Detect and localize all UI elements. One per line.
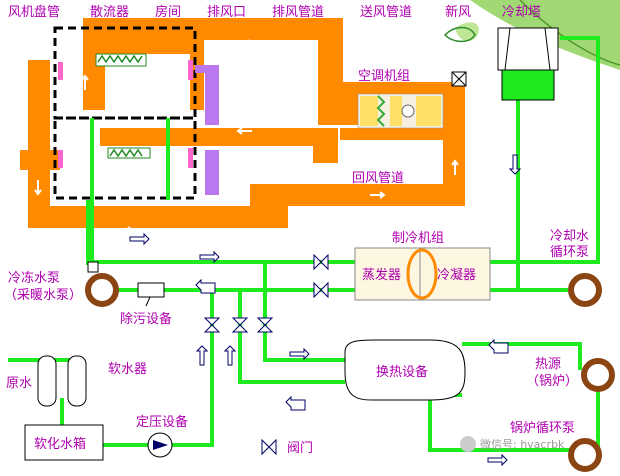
diffuser-label: 散流器 xyxy=(90,5,129,20)
room-label: 房间 xyxy=(155,4,181,20)
heat-exchanger-label: 换热设备 xyxy=(376,364,428,380)
fresh-air-label: 新风 xyxy=(445,4,471,20)
cooling-tower-label: 冷却塔 xyxy=(502,5,541,20)
heat-exchanger xyxy=(344,339,466,401)
valves xyxy=(203,253,329,456)
filter-label: 除污设备 xyxy=(120,311,172,327)
ahu-unit xyxy=(357,93,444,129)
cooling-pump-label-line2: 循环泵 xyxy=(550,245,589,260)
exhaust-outlet-label: 排风口 xyxy=(207,5,246,20)
air-flow-arrows xyxy=(34,39,459,234)
return-duct-label: 回风管道 xyxy=(352,171,404,186)
softener-tanks xyxy=(37,355,87,407)
diagram-labels: 风机盘管 散流器 房间 排风口 排风管道 送风管道 新风 冷却塔 空调机组 回风… xyxy=(4,4,589,456)
boiler-pump-label: 锅炉循环泵 xyxy=(510,420,575,436)
chilled-pump-label-line1: 冷冻水泵 xyxy=(8,270,60,286)
fan-coil-units xyxy=(58,53,193,168)
fan-coil-label: 风机盘管 xyxy=(8,4,60,20)
raw-water-label: 原水 xyxy=(6,376,32,391)
soft-water-tank-label: 软化水箱 xyxy=(34,436,86,452)
pumps xyxy=(85,261,615,472)
ahu-label: 空调机组 xyxy=(358,69,410,84)
valve-legend-label: 阀门 xyxy=(287,441,313,456)
filter-device xyxy=(137,282,165,307)
pressure-device xyxy=(147,432,173,458)
chiller-unit xyxy=(354,247,491,301)
cooling-tower xyxy=(497,27,559,101)
chiller-label: 制冷机组 xyxy=(392,231,444,246)
chilled-pump-label-line2: （采暖水泵） xyxy=(4,288,82,303)
fresh-air-intake xyxy=(443,26,476,87)
cooling-pump-label-line1: 冷却水 xyxy=(550,229,589,244)
watermark-text: 微信号: hvacrbk xyxy=(480,437,565,451)
softener-label: 软水器 xyxy=(108,362,147,377)
exhaust-ducts xyxy=(195,65,219,195)
pressure-device-label: 定压设备 xyxy=(136,414,188,430)
soft-water-tank-box xyxy=(24,424,104,461)
evaporator-label: 蒸发器 xyxy=(362,267,401,283)
heat-source-label-line1: 热源 xyxy=(535,357,561,372)
watermark: 微信号: hvacrbk xyxy=(460,436,565,452)
supply-duct-label: 送风管道 xyxy=(360,5,412,20)
heat-source-label-line2: （锅炉） xyxy=(526,373,578,389)
condenser-label: 冷凝器 xyxy=(437,267,476,283)
exhaust-duct-label: 排风管道 xyxy=(272,5,324,20)
flow-arrows xyxy=(129,154,522,467)
